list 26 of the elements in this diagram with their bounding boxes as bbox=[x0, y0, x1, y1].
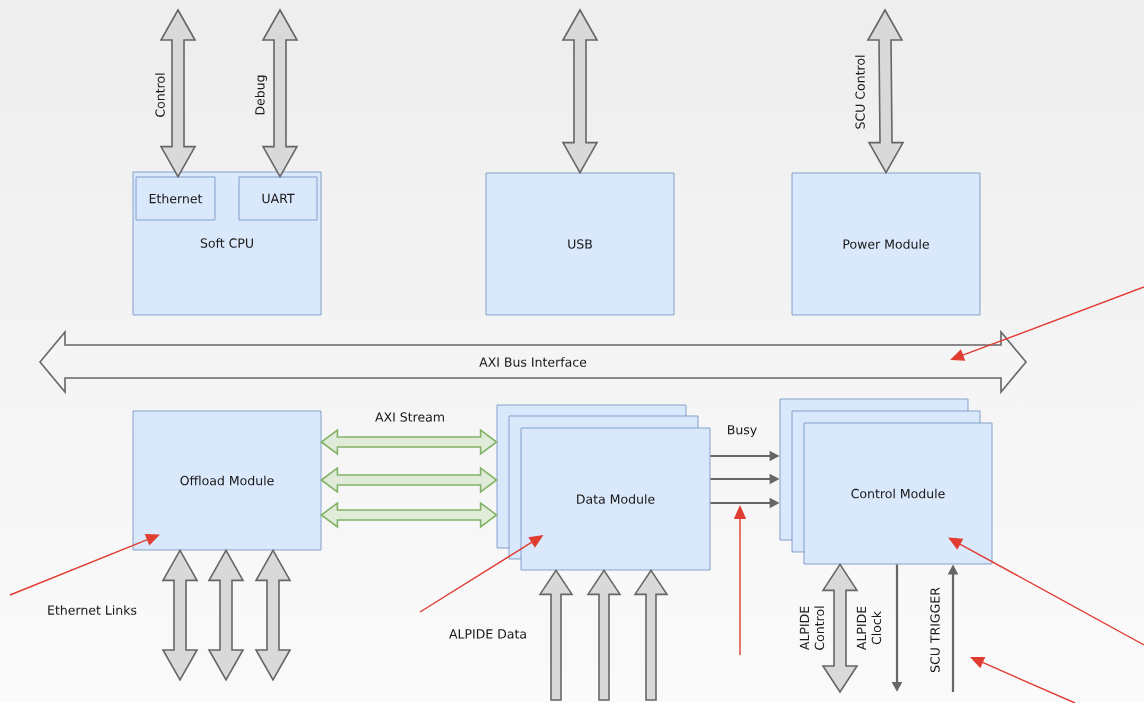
edge-label: Debug bbox=[254, 75, 268, 115]
edge-label: Control bbox=[155, 73, 165, 117]
double-arrow bbox=[320, 428, 498, 456]
module-box: Power Module bbox=[791, 172, 981, 316]
edge-label: ALPIDE Control bbox=[799, 606, 825, 651]
interface-box: UART bbox=[238, 176, 318, 221]
double-arrow bbox=[320, 466, 498, 494]
arrow bbox=[586, 568, 622, 701]
pointer-arrow bbox=[9, 534, 160, 596]
double-arrow bbox=[320, 501, 498, 529]
arrow bbox=[633, 568, 669, 701]
edge-label: Busy bbox=[728, 425, 757, 437]
arrow bbox=[538, 568, 574, 701]
edge-label: SCU TRIGGER bbox=[930, 587, 940, 673]
interface-box: Ethernet bbox=[135, 176, 216, 221]
edge-label: SCU Control bbox=[855, 55, 865, 129]
stacked-module-box: Control Module bbox=[779, 398, 993, 565]
module-box: USB bbox=[485, 172, 675, 316]
pointer-arrow bbox=[950, 286, 1144, 361]
stacked-module-box: Data Module bbox=[496, 404, 711, 571]
annotation-text: ALPIDE Data bbox=[449, 629, 526, 639]
module-box: Offload Module bbox=[132, 410, 322, 551]
edge-label: ALPIDE Clock bbox=[856, 606, 882, 651]
pointer-arrow bbox=[948, 537, 1144, 646]
annotation-text: Ethernet Links bbox=[48, 605, 137, 615]
edge-label: AXI Stream bbox=[375, 412, 444, 422]
